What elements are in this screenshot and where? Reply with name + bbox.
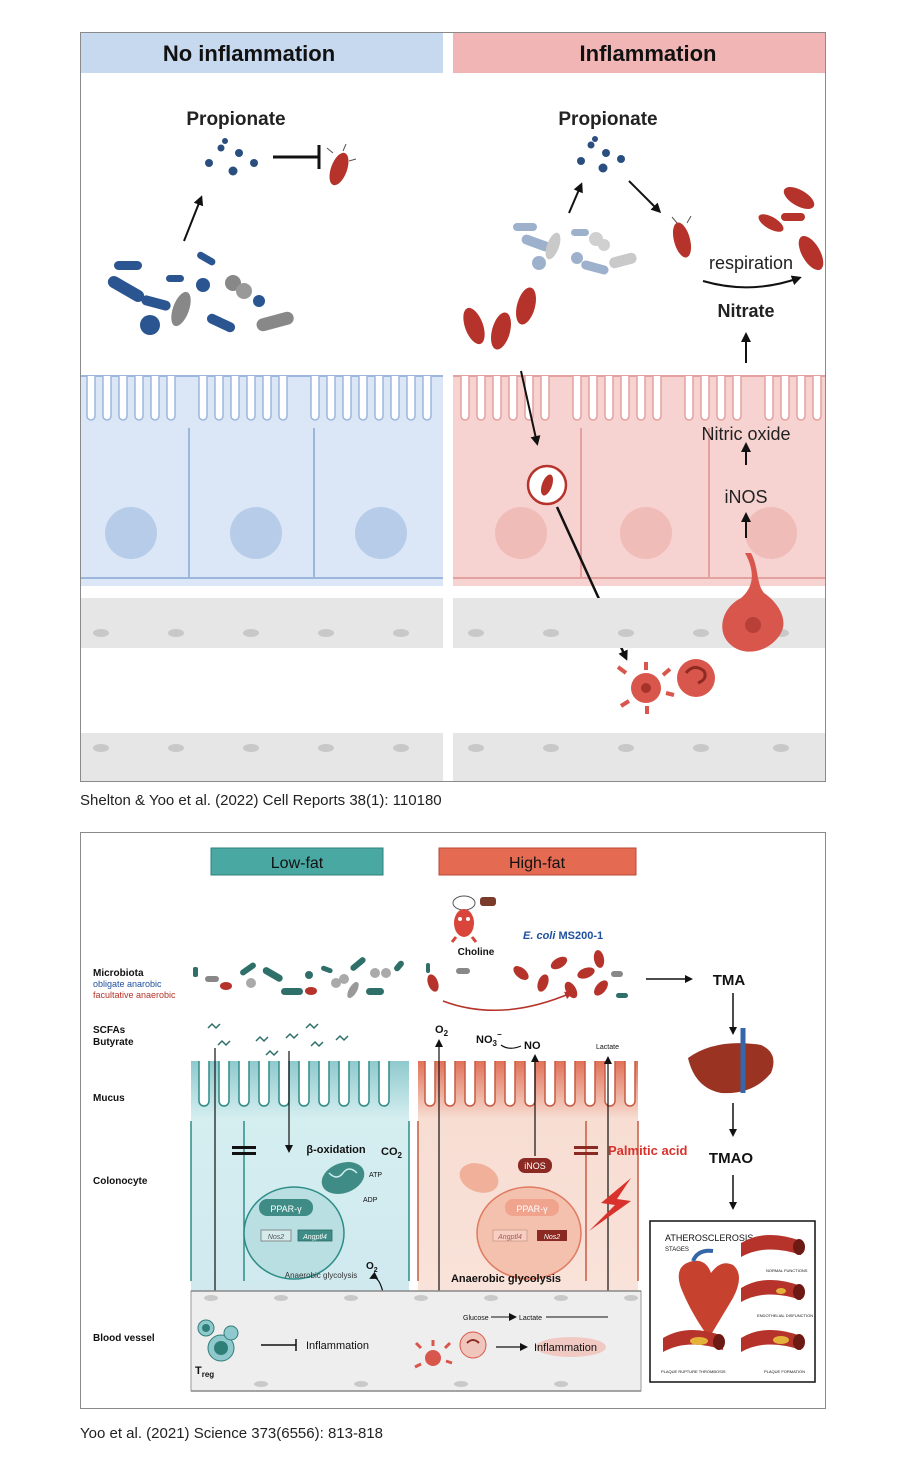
nos2-right-label: Nos2 [544,1234,560,1241]
high-fat-label: High-fat [509,855,566,872]
inflammation-figure-panel: No inflammation Inflammation Propionate … [80,32,826,782]
ppar-box-left [259,1199,313,1216]
tma-label: TMA [713,972,746,989]
angptl4-right-label: Angptl4 [497,1234,522,1241]
arrow-invasion [520,370,541,446]
o2-cell-label: O2 [366,1261,378,1274]
choline-mascot-icon [450,895,496,943]
adp-label: ADP [363,1197,378,1204]
inflammation-left-label: Inflammation [306,1340,369,1352]
caption-panel1: Shelton & Yoo et al. (2022) Cell Reports… [80,792,442,809]
header-left-bg [81,33,443,73]
low-fat-header [210,847,384,876]
ppar-left-label: PPAR-γ [270,1204,302,1214]
header-inflammation: Inflammation [580,41,717,66]
respiration-label: respiration [709,253,793,273]
epithelium-left [81,375,443,586]
arrow-propionate-to-bacterium [628,180,662,214]
microbiota-low-fat [193,957,404,999]
pathogen-bloom [463,187,824,350]
inos-box [518,1158,552,1173]
propionate-dots-right [577,136,625,173]
stage-endothelial: ENDOTHELIAL DISFUNCTION [757,1313,813,1318]
tmao-label: TMAO [709,1150,753,1167]
choline-label: Choline [458,947,495,958]
atherosclerosis-title: ATHEROSCLEROSIS [665,1233,753,1243]
lactate-label: Lactate [519,1315,542,1322]
no3-label: NO3− [476,1030,502,1048]
lactate-top-label: Lactate [596,1044,619,1051]
treg-label: Treg [195,1365,214,1379]
atherosclerosis-subtitle: STAGES [665,1247,689,1253]
stage-normal: NORMAL FUNCTIONS [766,1268,808,1273]
row-facultative: facultative anaerobic [93,990,176,1000]
propionate-label-right: Propionate [558,109,657,130]
anaerobic-glycolysis-label: Anaerobic glycolysis [451,1273,561,1285]
lightning-icon [589,1178,631,1231]
lamina-left [81,598,443,781]
respiration-arrow [702,275,802,289]
co2-label: CO2 [381,1146,403,1160]
pathogen-bacterium-left [326,143,357,186]
liver-icon [688,1028,774,1094]
row-butyrate: Butyrate [93,1037,134,1048]
palmitic-acid-label: Palmitic acid [608,1143,688,1158]
pathogen-bacterium-right [671,215,692,258]
stage-plaque-formation: PLAQUE FORMATION [764,1369,805,1374]
inos-label: iNOS [724,487,767,507]
heart-icon [678,1248,739,1338]
butyrate-molecules [207,1022,349,1057]
nos2-left-label: Nos2 [268,1234,284,1241]
row-obligate: obligate anarobic [93,979,162,989]
no-label: NO [524,1040,541,1052]
macrophage [722,553,784,652]
epithelium-right [453,375,825,586]
stage-plaque-rupture: PLAQUE RUPTURE THROMBOSIS [661,1369,726,1374]
nitric-oxide-label: Nitric oxide [701,424,790,444]
high-fat-figure-svg: Low-fat High-fat Choline E. coli MS200-1… [93,847,816,1392]
anaerobic-glycolysis-small: Anaerobic glycolysis [285,1271,357,1280]
row-blood-vessel: Blood vessel [93,1333,155,1344]
low-fat-label: Low-fat [271,855,324,872]
header-right-bg [453,33,825,73]
inflammation-right-label: Inflammation [534,1342,597,1354]
artery-stage-2 [741,1279,805,1302]
arrow-to-propionate-right [568,182,583,214]
colonocytes-low-fat [190,1061,410,1291]
inos-label-p2: iNOS [524,1161,546,1171]
dendritic-cell [616,662,675,714]
ppar-box-right [505,1199,559,1216]
artery-stage-3 [741,1329,805,1352]
microbiota-high-fat [426,950,628,999]
row-colonocyte: Colonocyte [93,1176,148,1187]
artery-stage-1 [741,1234,805,1257]
immune-cells-vessel [414,1331,487,1369]
high-fat-figure-panel: Low-fat High-fat Choline E. coli MS200-1… [80,832,826,1409]
row-scfas: SCFAs [93,1025,126,1036]
nitrate-label: Nitrate [717,301,774,321]
atp-label: ATP [369,1172,382,1179]
row-mucus: Mucus [93,1093,125,1104]
ecoli-label: E. coli MS200-1 [523,930,603,942]
row-microbiota: Microbiota [93,968,144,979]
artery-stage-4 [663,1329,725,1352]
propionate-label-left: Propionate [186,109,285,130]
neutrophil [677,659,715,697]
o2-top-label: O2 [435,1024,449,1038]
faded-commensals-right [513,223,637,275]
commensal-bacteria-left [107,251,294,335]
treg-cells [197,1319,239,1362]
ecoli-expansion-arrow [442,991,573,1012]
high-fat-header [438,847,637,876]
arrow-to-propionate-left [183,195,204,242]
header-no-inflammation: No inflammation [163,41,335,66]
beta-oxidation-label: β-oxidation [306,1144,366,1156]
inflammation-figure-svg: No inflammation Inflammation Propionate … [81,33,825,781]
colonocytes-high-fat [417,1061,639,1291]
glucose-label: Glucose [463,1315,489,1322]
angptl4-left-label: Angptl4 [302,1234,327,1241]
propionate-dots-left [205,138,258,176]
ppar-right-label: PPAR-γ [516,1204,548,1214]
caption-panel2: Yoo et al. (2021) Science 373(6556): 813… [80,1425,383,1442]
